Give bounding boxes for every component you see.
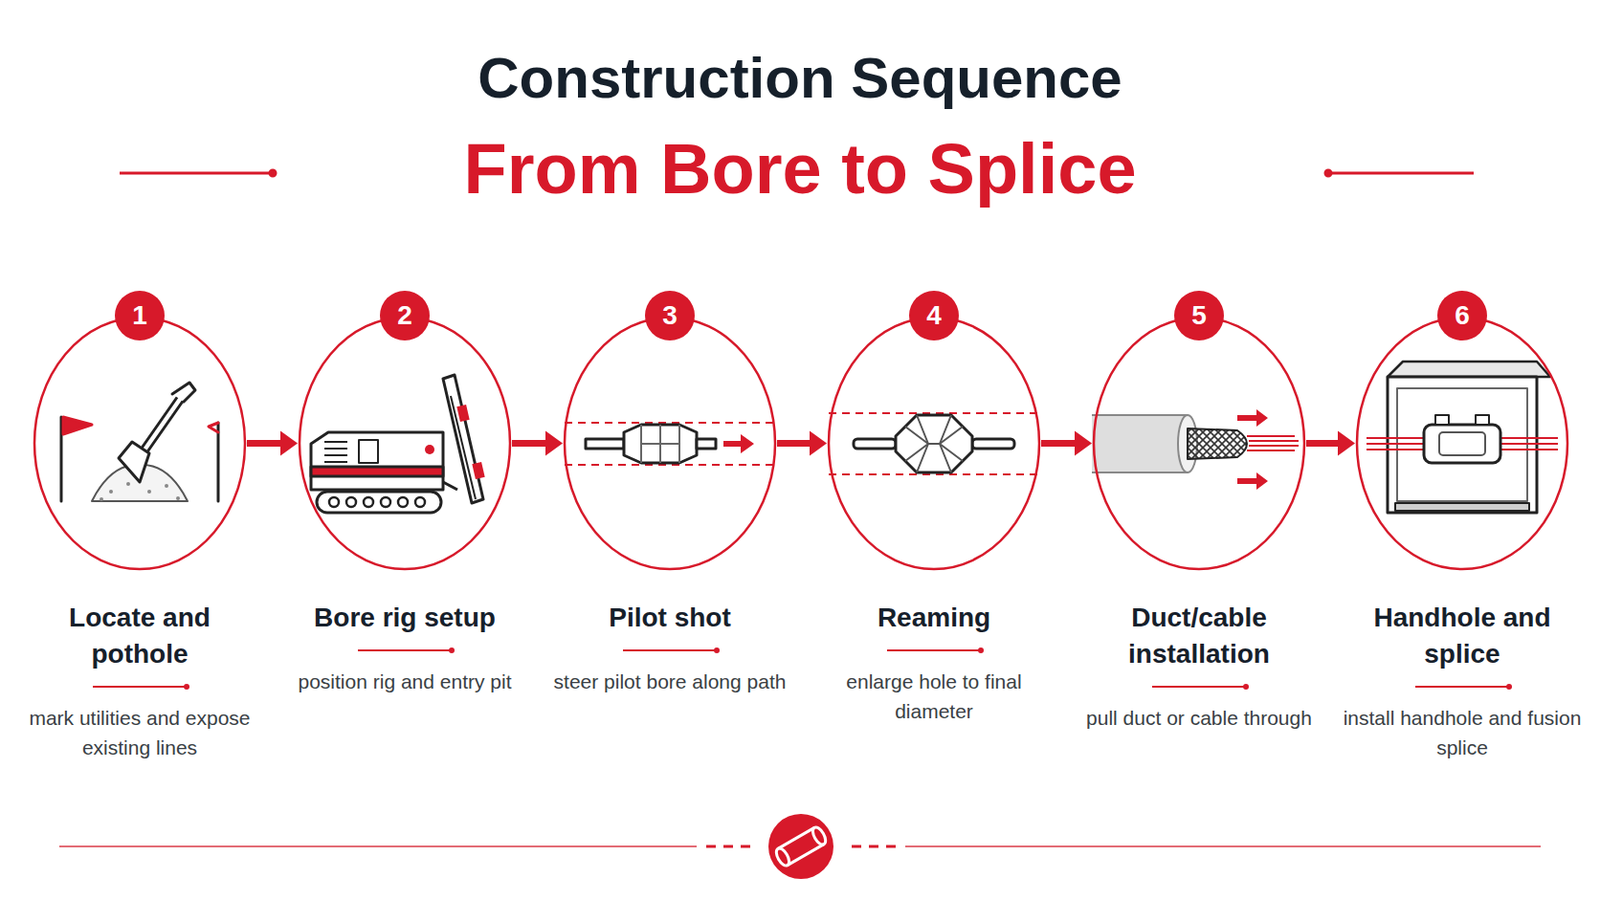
divider-line (357, 649, 452, 652)
callout-number: 2 (379, 290, 430, 341)
step-oval (32, 315, 247, 572)
step-node: 6Handhole and splice install handhole and… (1342, 290, 1582, 763)
step-oval (562, 315, 778, 572)
divider-line (92, 686, 187, 689)
step-heading: Duct/cable installation (1079, 600, 1319, 673)
step-description: enlarge hole to final diameter (814, 666, 1054, 727)
flow-arrow (511, 431, 563, 457)
callout-number: 6 (1437, 290, 1488, 341)
callout-number: 4 (909, 290, 959, 341)
divider-line (887, 649, 981, 652)
step-description: position rig and entry pit (285, 666, 525, 697)
step-heading: Locate and pothole (20, 600, 260, 673)
bore-rig-icon (311, 375, 486, 513)
flow-arrow (1306, 431, 1356, 457)
step-oval (297, 315, 512, 572)
callout-number: 5 (1174, 290, 1224, 341)
step-node: 3Pilot shot steer pilot bore along path (550, 290, 790, 697)
flow-arrow (1041, 431, 1092, 457)
callout-number: 1 (114, 290, 165, 341)
flow-arrow (246, 431, 298, 457)
step-description: mark utilities and expose existing lines (20, 703, 260, 763)
step-description: pull duct or cable through (1079, 703, 1319, 734)
step-oval (1355, 315, 1570, 572)
bottom-rule (59, 814, 1541, 880)
step-heading: Bore rig setup (285, 600, 525, 637)
step-description: install handhole and fusion splice (1342, 703, 1582, 763)
step-node: 5Duct/cable installation pull duct or cab… (1079, 290, 1319, 734)
divider-line (1152, 686, 1246, 689)
handhole-icon (1366, 361, 1558, 513)
divider-line (622, 649, 717, 652)
pilot-head-icon (564, 422, 776, 466)
step-heading: Reaming (814, 600, 1054, 637)
title: Construction Sequence (0, 42, 1600, 115)
step-node: 4Reaming enlarge hole to final diameter (814, 290, 1054, 727)
divider-line (1415, 686, 1510, 689)
duct-pull-icon (1091, 409, 1299, 490)
step-node: 2Bore rig setup position rig and entry pi… (285, 290, 525, 697)
reamer-icon (828, 413, 1040, 475)
step-oval (1091, 315, 1307, 572)
subtitle: From Bore to Splice (0, 126, 1600, 213)
step-heading: Pilot shot (550, 600, 790, 637)
callout-number: 3 (644, 290, 695, 341)
step-node: 1Locate and pothole mark utilities and ex… (20, 290, 260, 763)
flow-arrow (777, 431, 827, 457)
locate-icon (61, 382, 219, 502)
step-oval (826, 315, 1042, 572)
step-description: steer pilot bore along path (550, 666, 790, 697)
step-heading: Handhole and splice (1342, 600, 1582, 673)
